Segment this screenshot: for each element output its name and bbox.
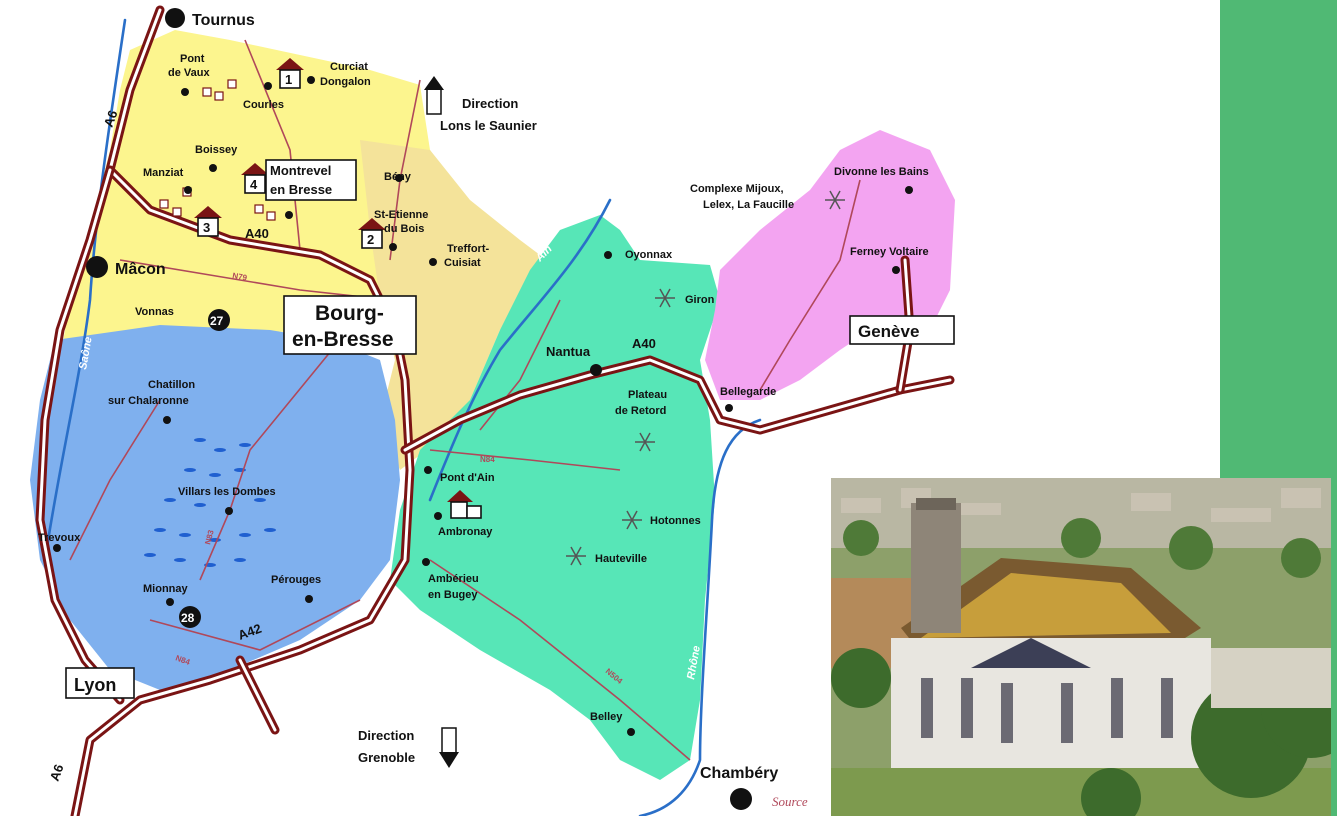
town-label-mijoux-1: Complexe Mijoux, xyxy=(690,183,784,195)
marker-1: 1 xyxy=(276,58,304,89)
city-label-geneve: Genève xyxy=(858,322,919,341)
svg-text:4: 4 xyxy=(250,177,258,192)
town-dots xyxy=(53,8,913,810)
region-revermont xyxy=(360,140,560,470)
marker-28: 28 xyxy=(179,606,201,628)
town-label-villars: Villars les Dombes xyxy=(178,486,276,498)
town-label-amberieu-1: Ambérieu xyxy=(428,573,479,585)
town-label-chatillon-1: Chatillon xyxy=(148,379,195,391)
town-label-beny: Bény xyxy=(384,171,412,183)
town-label-pont-de-vaux-2: de Vaux xyxy=(168,67,210,79)
direction-north-line2: Lons le Saunier xyxy=(440,118,537,133)
town-label-boissey: Boissey xyxy=(195,144,238,156)
arrow-south-icon xyxy=(439,727,459,768)
svg-text:3: 3 xyxy=(203,220,210,235)
town-label-ferney: Ferney Voltaire xyxy=(850,246,929,258)
marker-ambronay xyxy=(447,490,482,519)
river-label-rhone: Rhône xyxy=(685,645,703,681)
marker-4: 4 xyxy=(241,163,269,194)
town-label-oyonnax: Oyonnax xyxy=(625,249,673,261)
svg-text:1: 1 xyxy=(285,72,292,87)
city-label-bourg-2: en-Bresse xyxy=(292,328,394,351)
road-label-a6-top: A6 xyxy=(101,108,121,129)
direction-south-line2: Grenoble xyxy=(358,750,415,765)
town-label-belley: Belley xyxy=(590,711,623,723)
town-label-amberieu-2: en Bugey xyxy=(428,589,478,601)
city-label-lyon: Lyon xyxy=(74,675,116,695)
town-label-giron: Giron xyxy=(685,294,715,306)
town-label-bellegarde: Bellegarde xyxy=(720,386,776,398)
town-label-vonnas: Vonnas xyxy=(135,306,174,318)
town-label-treffort-1: Treffort- xyxy=(447,243,490,255)
town-label-montrevel-1: Montrevel xyxy=(270,163,331,178)
motorways xyxy=(35,5,955,816)
source-label: Source xyxy=(772,794,808,809)
river-saone xyxy=(43,18,127,562)
city-label-macon: Mâcon xyxy=(115,261,166,278)
arrow-north-icon xyxy=(424,76,444,115)
town-label-nantua: Nantua xyxy=(546,344,591,359)
direction-north-line1: Direction xyxy=(462,96,518,111)
lyon-box xyxy=(65,667,135,699)
town-label-curciat-2: Dongalon xyxy=(320,76,371,88)
city-label-chambery: Chambéry xyxy=(700,765,778,782)
snowflake-icons xyxy=(566,190,845,566)
svg-text:2: 2 xyxy=(367,232,374,247)
town-label-st-etienne-2: du Bois xyxy=(384,223,424,235)
city-label-tournus: Tournus xyxy=(192,12,255,29)
river-label-saone: Saône xyxy=(77,336,95,371)
road-label-a40-west: A40 xyxy=(245,226,269,241)
town-label-montrevel-2: en Bresse xyxy=(270,182,332,197)
marker-2: 2 xyxy=(358,218,386,249)
town-label-perouges: Pérouges xyxy=(271,574,321,586)
regional-map: Saône Ain Rhône N79 N83 N84 N84 N504 xyxy=(30,5,955,816)
town-label-treffort-2: Cuisiat xyxy=(444,257,481,269)
town-label-hotonnes: Hotonnes xyxy=(650,515,701,527)
river-rhone xyxy=(638,418,762,816)
town-label-ambronay: Ambronay xyxy=(438,526,493,538)
town-label-courles: Courles xyxy=(243,99,284,111)
marker-3: 3 xyxy=(194,206,222,237)
road-label-n83: N83 xyxy=(203,528,216,545)
region-bugey xyxy=(390,215,720,780)
marker-27: 27 xyxy=(208,309,230,331)
town-label-pont-d-ain: Pont d'Ain xyxy=(440,472,495,484)
bourg-box xyxy=(283,295,417,355)
montrevel-box xyxy=(265,159,357,201)
town-label-hauteville: Hauteville xyxy=(595,553,647,565)
town-label-pont-de-vaux-1: Pont xyxy=(180,53,205,65)
road-label-n84: N84 xyxy=(480,455,495,464)
town-label-mionnay: Mionnay xyxy=(143,583,188,595)
town-label-curciat-1: Curciat xyxy=(330,61,368,73)
road-label-a40-east: A40 xyxy=(632,336,656,351)
town-label-mijoux-2: Lelex, La Faucille xyxy=(703,199,794,211)
town-label-manziat: Manziat xyxy=(143,167,184,179)
city-label-bourg-1: Bourg- xyxy=(315,302,384,325)
aerial-photo-monastery xyxy=(831,478,1331,816)
direction-south-line1: Direction xyxy=(358,728,414,743)
svg-text:27: 27 xyxy=(210,314,224,328)
town-label-plateau-2: de Retord xyxy=(615,405,666,417)
town-label-trevoux: Trevoux xyxy=(38,532,81,544)
svg-text:28: 28 xyxy=(181,611,195,625)
town-label-chatillon-2: sur Chalaronne xyxy=(108,395,189,407)
town-label-st-etienne-1: St-Etienne xyxy=(374,209,428,221)
town-label-plateau-1: Plateau xyxy=(628,389,667,401)
road-label-n79: N79 xyxy=(232,271,249,283)
region-pays-de-gex xyxy=(705,130,955,400)
town-label-divonne: Divonne les Bains xyxy=(834,166,929,178)
road-label-a6-bottom: A6 xyxy=(47,762,67,783)
geneve-box xyxy=(849,315,955,345)
